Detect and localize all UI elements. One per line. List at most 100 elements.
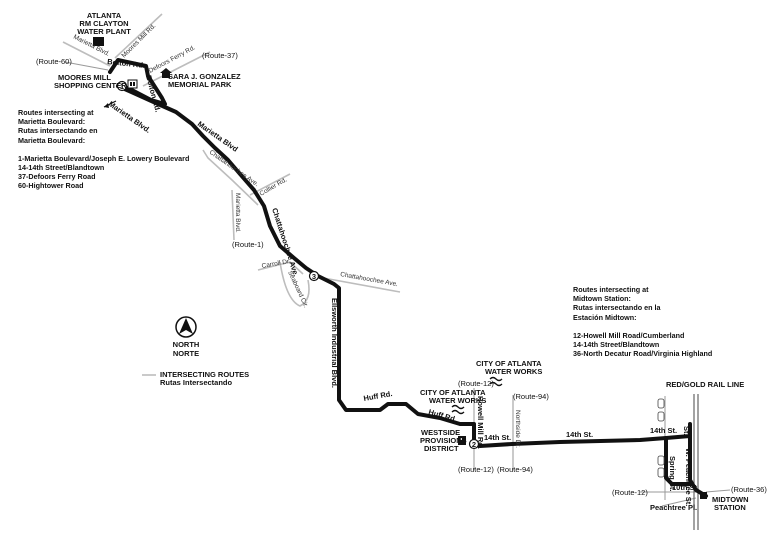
route-tag-94b: (Route-94) — [497, 465, 533, 474]
stops: 1 3 2 — [116, 80, 480, 450]
street-label-howell-mill: Howell Mill Rd. — [476, 396, 485, 449]
westside-label-1: WESTSIDE — [421, 428, 460, 437]
street-label-huff-1: Huff Rd. — [363, 389, 393, 403]
compass-arrow-icon — [175, 316, 197, 338]
midtown-label-2: STATION — [714, 503, 746, 512]
street-label-marietta-nw: Marietta Blvd. — [72, 34, 111, 58]
sara-label-1: SARA J. GONZALEZ — [168, 72, 241, 81]
park-icon — [127, 79, 138, 89]
water-works-1-label-2: WATER WORKS — [485, 367, 542, 376]
street-label-northside: Northside Dr. — [514, 410, 521, 448]
street-chattahoochee-ave-3 — [317, 276, 401, 293]
moores-mill-label-1: MOORES MILL — [58, 73, 111, 82]
note-line: Estación Midtown: — [573, 312, 637, 322]
water-plant-label-3: WATER PLANT — [77, 27, 131, 36]
note-line: 36-North Decatur Road/Virginia Highland — [573, 349, 713, 359]
streets — [62, 13, 731, 507]
rail-station-icon — [700, 492, 707, 499]
midtown-routes-note: Routes intersecting at Midtown Station: … — [573, 285, 712, 358]
route-tag-12c: (Route-12) — [612, 488, 648, 497]
moores-mill-label-2: SHOPPING CENTER — [54, 81, 127, 90]
street-label-huff-2: Huff Rd. — [427, 407, 458, 424]
street-label-carroll: Carroll Dr. — [261, 258, 291, 270]
route-tag-12b: (Route-12) — [458, 465, 494, 474]
note-line: 14-14th Street/Blandtown — [573, 340, 660, 350]
water-works-2-label-1: CITY OF ATLANTA — [420, 388, 486, 397]
bus-route-spring — [664, 436, 692, 486]
note-line: Marietta Boulevard: — [18, 117, 86, 127]
route-tag-1: (Route-1) — [232, 240, 264, 249]
water-plant-label-2: RM CLAYTON — [79, 19, 128, 28]
rail-signal-icons — [657, 398, 665, 478]
route-tag-60: (Route-60) — [36, 57, 72, 66]
street-label-10th: 10th St. — [672, 483, 699, 492]
street-label-marietta-3: Marietta Blvd. — [234, 193, 241, 233]
stop-2-label: 2 — [472, 440, 476, 449]
note-line: 1-Marietta Boulevard/Joseph E. Lowery Bo… — [18, 153, 190, 163]
street-moores-mill-rd — [114, 13, 163, 59]
sara-park-icon — [160, 68, 172, 78]
water-plant-icon — [93, 37, 104, 46]
note-line: Routes intersecting at — [18, 108, 94, 117]
street-label-collier: Collier Rd. — [259, 176, 289, 197]
compass-label-en: NORTH — [173, 340, 200, 349]
note-line — [573, 322, 712, 331]
stop-1-label: 1 — [120, 82, 124, 91]
route-tag-36: (Route-36) — [731, 485, 767, 494]
note-line: Midtown Station: — [573, 294, 631, 304]
water-icon — [489, 376, 503, 387]
stop-2-marker — [468, 438, 480, 450]
midtown-label-1: MIDTOWN — [712, 495, 749, 504]
water-icon-2 — [451, 404, 465, 415]
water-plant-label-1: ATLANTA — [87, 11, 122, 20]
note-line: 14-14th Street/Blandtown — [18, 163, 105, 173]
street-label-14th-b: 14th St. — [566, 430, 593, 439]
street-label-peachtree-pl: Peachtree Pl. — [650, 503, 697, 512]
street-label-14th-a: 14th St. — [484, 433, 511, 442]
note-line: 12-Howell Mill Road/Cumberland — [573, 330, 685, 340]
westside-label-2: PROVISIONS — [420, 436, 467, 445]
street-label-defoors: Defoors Ferry Rd. — [148, 44, 197, 75]
rail-line-label: RED/GOLD RAIL LINE — [666, 380, 744, 389]
compass-label-es: NORTE — [173, 349, 199, 358]
building-icon — [458, 436, 466, 445]
stop-1-marker — [116, 80, 128, 92]
note-line: 60-Hightower Road — [18, 181, 84, 191]
street-route36-ext — [705, 489, 731, 493]
street-defoors-ferry — [142, 51, 211, 87]
street-route60 — [64, 61, 109, 71]
street-marietta-blvd-3 — [231, 189, 235, 241]
note-line: Rutas intersectando en — [18, 126, 98, 136]
street-label-14th-c: 14th St. — [650, 426, 677, 435]
rail-line — [693, 394, 699, 530]
legend-label-es: Rutas Intersectando — [160, 378, 233, 387]
street-label-bolton-1: Bolton Rd. — [107, 57, 146, 70]
stop-3-marker — [308, 270, 320, 282]
route-tag-94a: (Route-94) — [513, 392, 549, 401]
street-label-w-peachtree: W. Peachtree St. — [684, 448, 693, 506]
street-chattahoochee-ave-1 — [202, 149, 259, 206]
direction-arrow-icon — [103, 100, 117, 108]
street-seaboard — [279, 261, 310, 307]
stop-3-label: 3 — [312, 272, 316, 281]
sara-label-2: MEMORIAL PARK — [168, 80, 232, 89]
route-tag-12a: (Route-12) — [458, 379, 494, 388]
water-works-2-label-2: WATER WORKS — [429, 396, 486, 405]
water-works-1-label-1: CITY OF ATLANTA — [476, 359, 542, 368]
legend-label-en: INTERSECTING ROUTES — [160, 370, 249, 379]
note-line: 37-Defoors Ferry Road — [18, 172, 96, 182]
note-line: Marietta Boulevard: — [18, 135, 86, 145]
note-line: Routes intersecting at — [573, 285, 649, 294]
note-line — [18, 145, 189, 154]
westside-label-3: DISTRICT — [424, 444, 459, 453]
street-label-spring: Spring St. — [668, 456, 677, 491]
street-label-st: St. — [682, 426, 691, 436]
note-line: Rutas intersectando en la — [573, 303, 661, 313]
marietta-routes-note: Routes intersecting at Marietta Boulevar… — [18, 108, 189, 191]
street-peachtree-pl — [661, 497, 697, 507]
route-tag-37: (Route-37) — [202, 51, 238, 60]
street-label-ellsworth: Ellsworth Industrial Blvd. — [330, 298, 339, 388]
street-carroll-dr — [257, 261, 304, 275]
